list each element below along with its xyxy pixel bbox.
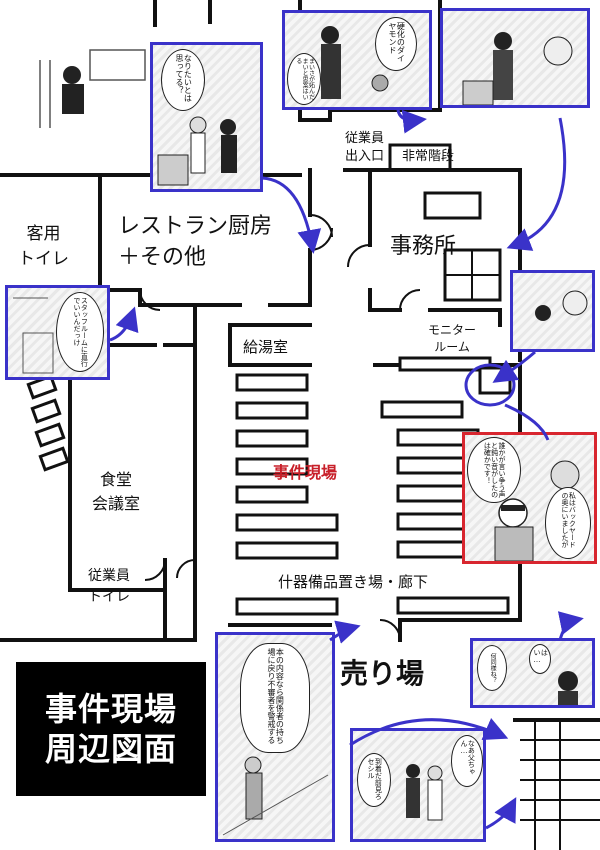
staff-entrance-label: 従業員 出入口 xyxy=(345,131,385,164)
bottom-middle-bubble-2: なあ父ちゃん… xyxy=(451,735,483,787)
panel-bottom-right: はい… 何同様ね？ xyxy=(470,638,595,708)
kitchenette-label: 給湯室 xyxy=(243,338,289,356)
top-middle-bubble-2: まいさが妬んだまいと思案はいる xyxy=(287,53,321,105)
bottom-left-bubble: 本の内容なら関係者の持ち場に戻り不審者を警戒する xyxy=(240,643,310,753)
panel-bottom-middle: 到着だ前見ろセシル なあ父ちゃん… xyxy=(350,728,486,842)
top-left-illustration xyxy=(20,20,150,130)
witness-bubble-1: 誰かが言い争う声と鈍い音がしたのは確かです！ xyxy=(467,437,521,503)
panel-top-right xyxy=(440,8,590,108)
panel-top-middle: 硬化のダイヤモンド まいさが妬んだまいと思案はいる xyxy=(282,10,432,110)
panel-kitchen: なりたいとは思ってる？ xyxy=(150,42,263,192)
witness-bubble-2: 私はバックヤードの奥にいましたが xyxy=(545,487,591,559)
emergency-stairs-label: 非常階段 xyxy=(402,149,455,164)
seated-figure-drawing xyxy=(39,49,146,128)
storage-hallway-label: 什器備品置き場・廊下 xyxy=(278,573,429,591)
left-panel-room xyxy=(13,297,54,374)
bottom-right-bubble-2: 何同様ね？ xyxy=(477,645,507,691)
panel-left: スタッフルームに直行でいいんだっけ xyxy=(5,285,110,380)
top-middle-bubble-1: 硬化のダイヤモンド xyxy=(375,17,417,71)
panel-witness-highlight: 誰かが言い争う声と鈍い音がしたのは確かです！ 私はバックヤードの奥にいましたが xyxy=(462,432,597,564)
panel-bottom-left: 本の内容なら関係者の持ち場に戻り不審者を警戒する xyxy=(215,632,335,842)
page-title: 事件現場 周辺図面 xyxy=(16,662,206,796)
top-right-figures xyxy=(462,32,573,105)
sales-floor-label: 売り場 xyxy=(340,657,425,690)
bottom-right-bubble-1: はい… xyxy=(529,644,551,674)
bottom-middle-figures xyxy=(406,764,443,821)
bottom-right-figures xyxy=(558,671,578,705)
staff-toilet-label: 従業員 トイレ xyxy=(88,568,130,605)
right-middle-figures xyxy=(535,290,588,321)
kitchen-speech-bubble: なりたいとは思ってる？ xyxy=(161,49,205,111)
kitchen-figures xyxy=(157,116,237,186)
guest-toilet-label: 客用 トイレ xyxy=(18,224,69,269)
witness-figures xyxy=(494,460,580,561)
bottom-middle-bubble-1: 到着だ前見ろセシル xyxy=(357,753,391,807)
left-panel-bubble: スタッフルームに直行でいいんだっけ xyxy=(56,292,104,372)
crime-scene-label: 事件現場 xyxy=(273,463,338,482)
cafeteria-label: 食堂 会議室 xyxy=(92,470,141,513)
panel-right-middle xyxy=(510,270,595,352)
monitor-room-label: モニター ルーム xyxy=(428,323,477,354)
office-label: 事務所 xyxy=(390,234,457,259)
top-middle-figures xyxy=(321,26,389,99)
restaurant-kitchen-label: レストラン厨房 ＋その他 xyxy=(118,214,273,270)
